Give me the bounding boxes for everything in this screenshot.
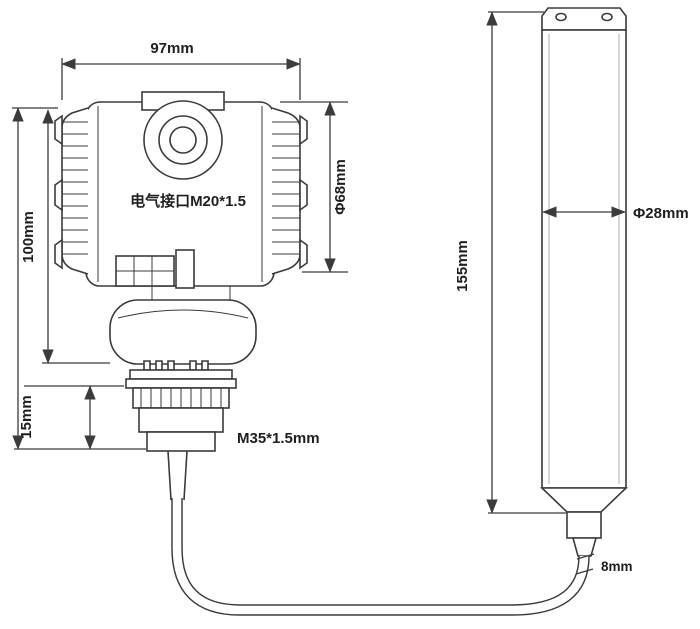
dim-head-diameter: Φ68mm (280, 101, 349, 273)
dim-overall-left (12, 107, 146, 450)
probe-cap-hole-right (601, 12, 613, 22)
probe-body (541, 29, 627, 489)
flange-step (146, 431, 216, 452)
connection-body (109, 299, 257, 365)
left-fin-tabs (54, 114, 63, 270)
right-cover-fins (271, 107, 308, 275)
dim-cable-diameter: 8mm (575, 553, 633, 575)
dim-8-label: 8mm (601, 559, 633, 574)
right-fin-tabs (299, 114, 308, 270)
dim-probe-length: 155mm (454, 11, 566, 514)
dim-28-label: Φ28mm (633, 205, 689, 222)
mounting-flange (125, 360, 237, 501)
nut-knurl-lines (140, 388, 222, 408)
terminal-block (115, 249, 195, 289)
display-port (141, 91, 225, 180)
probe-cap-hole-left (555, 12, 567, 22)
terminal-block-grid (116, 256, 174, 286)
right-cover-outline (271, 107, 301, 275)
probe-tip (571, 537, 598, 557)
neck-lines (151, 286, 231, 300)
dim-probe-diameter: Φ28mm (542, 205, 689, 222)
dim-head-height: 100mm (20, 109, 110, 364)
cable (171, 498, 590, 616)
probe (540, 7, 628, 557)
right-fin-lines (272, 121, 300, 255)
probe-taper (540, 487, 628, 513)
sight-glass-outer (143, 100, 223, 180)
dim-97-label: 97mm (150, 40, 193, 57)
sight-glass-ring (158, 115, 208, 165)
left-cover-fins (54, 107, 89, 275)
probe-tail (566, 511, 602, 539)
thread-spec-label: M35*1.5mm (237, 430, 320, 447)
flange-plate-2 (125, 378, 237, 389)
flange-collar (138, 407, 224, 433)
cable-core (172, 498, 589, 615)
dim-8-tick-marks (575, 553, 595, 575)
dim-15-label: 15mm (18, 395, 35, 438)
dim-68-label: Φ68mm (332, 159, 349, 215)
connection-curve (117, 309, 249, 319)
cable-gland-stem (167, 450, 188, 501)
electrical-port-label: 电气接口M20*1.5 (130, 192, 246, 210)
sight-glass-center (169, 126, 197, 154)
dim-155-label: 155mm (454, 240, 471, 292)
left-cover-outline (61, 107, 89, 275)
housing-seam-lines (97, 106, 263, 282)
probe-body-shading-lines (548, 34, 620, 484)
terminal-block-right (175, 249, 195, 289)
transmitter-head: 电气接口M20*1.5 M35*1.5mm (54, 91, 320, 501)
dim-head-width: 97mm (61, 40, 301, 100)
left-fin-lines (62, 121, 88, 255)
dim-100-label: 100mm (20, 211, 37, 263)
probe-cap (541, 7, 627, 31)
dim-flange-thickness: 15mm (18, 385, 124, 450)
process-connection (109, 286, 257, 365)
cable-outline (171, 498, 590, 616)
flange-plate-1 (129, 369, 233, 380)
